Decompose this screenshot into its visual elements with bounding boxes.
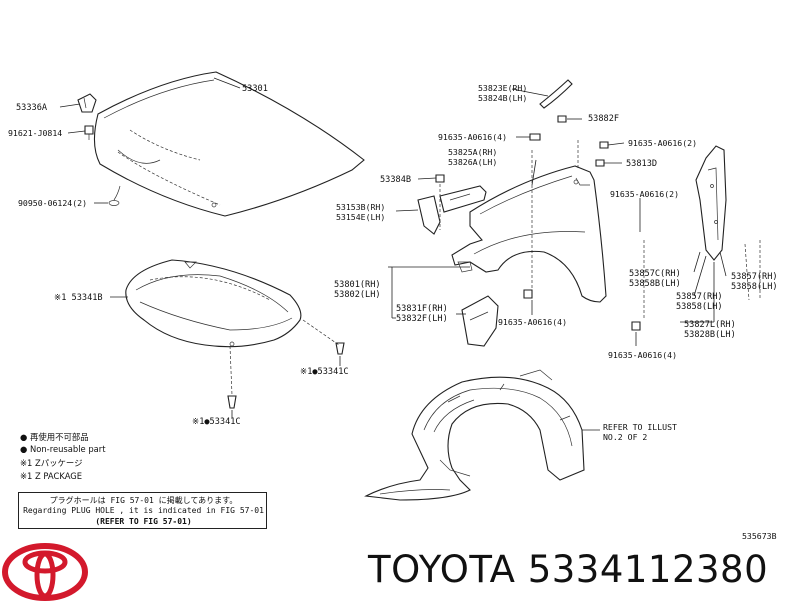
legend-en-zpackage: ※1 Z PACKAGE [20, 471, 82, 481]
label-53341B: ※1 53341B [54, 293, 103, 303]
label-91635-A0616-2-mid: 91635-A0616(2) [610, 189, 679, 199]
label-91635-A0616-4-mid: 91635-A0616(4) [498, 317, 567, 327]
label-53301: 53301 [242, 84, 268, 94]
note-line-jp: プラグホールは FIG 57-01 に掲載してあります。 [49, 496, 238, 505]
brand-part-number: TOYOTA 5334112380 [368, 548, 769, 591]
label-53857-rh: 53857(RH) [676, 292, 723, 302]
toyota-logo-rings [2, 543, 88, 601]
label-53154E: 53154E(LH) [336, 212, 385, 222]
label-53824B: 53824B(LH) [478, 93, 527, 103]
note-line-refer: (REFER TO FIG 57-01) [95, 517, 192, 526]
label-53832F: 53832F(LH) [396, 314, 448, 324]
label-53882F: 53882F [588, 114, 619, 124]
clip-53341C-lower [227, 395, 237, 409]
diagram-code: 535673B [742, 531, 777, 541]
label-53813D: 53813D [626, 159, 657, 169]
label-91635-A0616-4-top: 91635-A0616(4) [438, 132, 507, 142]
label-53858-lh-right: 53858(LH) [731, 282, 778, 292]
label-53802: 53802(LH) [334, 290, 381, 300]
label-53831F: 53831F(RH) [396, 304, 448, 314]
label-53825A: 53825A(RH) [448, 147, 497, 157]
label-53858B: 53858B(LH) [629, 279, 681, 289]
label-53823E: 53823E(RH) [478, 83, 527, 93]
plug-hole-note-box: プラグホールは FIG 57-01 に掲載してあります。 Regarding P… [18, 492, 267, 529]
label-91635-A0616-4-bottom: 91635-A0616(4) [608, 350, 677, 360]
label-53826A: 53826A(LH) [448, 157, 497, 167]
label-53341C-upper: ※1●53341C [300, 367, 349, 377]
label-90950-06124: 90950-06124(2) [18, 198, 87, 208]
fender-liner-mudguard-53831F [461, 295, 499, 347]
front-fender [451, 165, 607, 303]
label-53827L: 53827L(RH) [684, 320, 736, 330]
legend-en-nonreusable: ● Non-reusable part [20, 444, 106, 454]
legend-jp-nonreusable: ● 再使用不可部品 [20, 432, 89, 442]
bolt-icons [435, 115, 641, 331]
fender-apron-seal-53827L [695, 145, 761, 301]
label-91635-A0616-2-top: 91635-A0616(2) [628, 138, 697, 148]
label-53336A: 53336A [16, 103, 48, 113]
note-line-en: Regarding PLUG HOLE , it is indicated in… [23, 506, 264, 515]
label-53828B: 53828B(LH) [684, 330, 736, 340]
legend-jp-zpackage: ※1 Zパッケージ [20, 458, 82, 468]
label-53858-lh: 53858(LH) [676, 302, 723, 312]
label-53384B: 53384B [380, 175, 411, 185]
label-53801: 53801(RH) [334, 280, 381, 290]
fender-bracket-53825A [439, 185, 487, 213]
hood-insulator [125, 259, 302, 348]
label-53153B: 53153B(RH) [336, 202, 385, 212]
label-refer-no2: NO.2 OF 2 [603, 432, 647, 442]
fender-liner [364, 369, 585, 501]
clip-53341C-upper [335, 342, 345, 355]
label-53341C-lower: ※1●53341C [192, 417, 241, 427]
fender-seal-53823E [539, 79, 573, 109]
toyota-logo-icon [2, 543, 88, 601]
label-91621-J0814: 91621-J0814 [8, 128, 62, 138]
label-53857-rh-right: 53857(RH) [731, 272, 778, 282]
hood-hinge-bracket [77, 93, 97, 140]
hood-panel [93, 71, 365, 217]
label-refer-illust: REFER TO ILLUST [603, 422, 677, 432]
fender-seal-53153B [417, 195, 441, 235]
label-53857C: 53857C(RH) [629, 269, 681, 279]
